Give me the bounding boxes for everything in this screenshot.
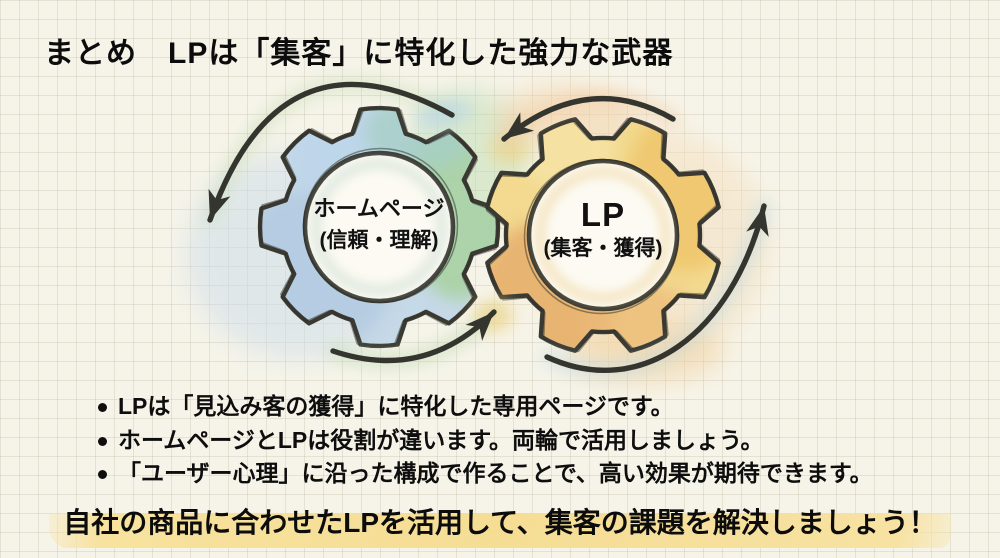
bullet-item: ホームページとLPは役割が違います。両輪で活用しましょう。 bbox=[98, 424, 873, 458]
bullet-dot-icon bbox=[98, 436, 107, 446]
left-gear-subtitle: (信頼・理解) bbox=[319, 229, 439, 252]
gear-left bbox=[257, 105, 501, 349]
cycle-arrows bbox=[199, 77, 776, 377]
bullet-text: ホームページとLPは役割が違います。両輪で活用しましょう。 bbox=[118, 426, 764, 453]
left-gear-title: ホームページ bbox=[313, 196, 445, 221]
gear-right bbox=[485, 117, 721, 353]
conclusion-text: 自社の商品に合わせたLPを活用して、集客の課題を解決しましょう！ bbox=[49, 499, 951, 549]
right-gear-subtitle: (集客・獲得) bbox=[543, 237, 663, 260]
page-title: まとめ LPは「集客」に特化した強力な武器 bbox=[44, 37, 674, 70]
bullet-dot-icon bbox=[98, 403, 107, 412]
bullet-item: LPは「見込み客の獲得」に特化した専用ページです。 bbox=[98, 390, 873, 424]
bullet-text: LPは「見込み客の獲得」に特化した専用ページです。 bbox=[118, 393, 674, 419]
right-gear-title: LP bbox=[580, 196, 626, 233]
conclusion-banner: 自社の商品に合わせたLPを活用して、集客の課題を解決しましょう！ bbox=[0, 499, 1000, 549]
summary-bullet-list: LPは「見込み客の獲得」に特化した専用ページです。 ホームページとLPは役割が違… bbox=[98, 390, 873, 491]
bullet-item: 「ユーザー心理」に沿った構成で作ることで、高い効果が期待できます。 bbox=[98, 457, 873, 491]
arrow-bottom-left bbox=[330, 309, 497, 364]
arrow-top-right bbox=[501, 95, 676, 142]
bullet-dot-icon bbox=[98, 470, 107, 479]
bullet-text: 「ユーザー心理」に沿った構成で作ることで、高い効果が期待できます。 bbox=[118, 460, 873, 486]
arrow-right bbox=[544, 203, 767, 374]
right-gear-label: LP (集客・獲得) bbox=[544, 196, 663, 264]
left-gear-label: ホームページ (信頼・理解) bbox=[314, 192, 445, 256]
arrow-top-left bbox=[207, 81, 455, 223]
